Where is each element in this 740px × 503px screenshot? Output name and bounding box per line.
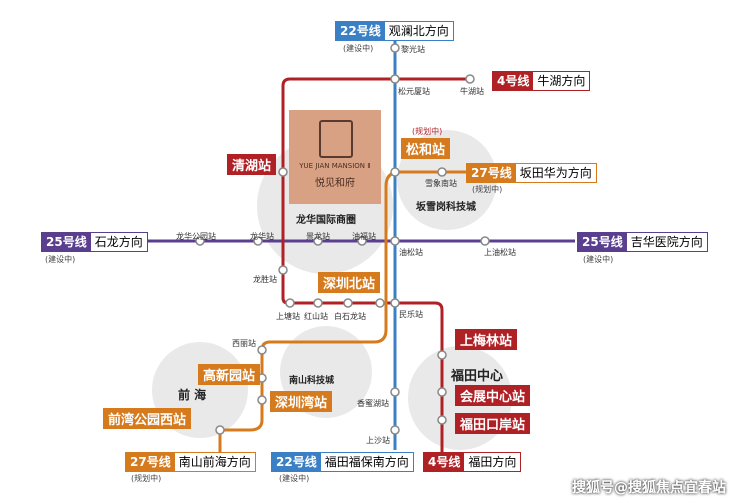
station-label-youfu: 油福站 xyxy=(352,232,376,241)
station-label-hongshan: 红山站 xyxy=(304,312,328,321)
note-line22-south: (建设中) xyxy=(279,474,310,483)
label-line27-sw: 27号线 南山前海方向 xyxy=(125,452,256,472)
logo-glyph-icon xyxy=(319,120,353,158)
line-27 xyxy=(218,170,468,460)
label-line25-east: 25号线 吉华医院方向 xyxy=(577,232,708,252)
station-jinglong xyxy=(313,236,323,246)
station-longhua xyxy=(253,236,263,246)
station-label-longsheng: 龙胜站 xyxy=(253,275,277,284)
station-label-longhua: 龙华站 xyxy=(250,232,274,241)
station-shangmeilin xyxy=(437,350,447,360)
station-shangsha xyxy=(390,425,400,435)
box-songhe: 松和站 xyxy=(401,138,451,159)
box-shangmeilin: 上梅林站 xyxy=(455,329,518,350)
box-shenzhenwan: 深圳湾站 xyxy=(270,391,333,412)
note-line25-east: (建设中) xyxy=(583,255,614,264)
note-line25-west: (建设中) xyxy=(45,255,76,264)
station-minle xyxy=(390,298,400,308)
station-xili xyxy=(257,345,267,355)
area-bantian: 坂雪岗科技城 xyxy=(416,202,476,213)
label-line4-north: 4号线 牛湖方向 xyxy=(492,71,591,91)
label-line27-ne: 27号线 坂田华为方向 xyxy=(466,163,597,183)
area-nanshan: 南山科技城 xyxy=(289,376,335,386)
project-logo: YUE JIAN MANSION Ⅱ 悦见和府 xyxy=(289,110,381,204)
station-longsheng xyxy=(278,265,288,275)
station-huizhan xyxy=(437,387,447,397)
label-line22-north: 22号线 观澜北方向 xyxy=(335,21,454,41)
station-qianwan xyxy=(215,425,225,435)
station-label-xuexiangnan: 雪象南站 xyxy=(425,179,457,188)
label-line25-west: 25号线 石龙方向 xyxy=(41,232,148,252)
box-futiankouan: 福田口岸站 xyxy=(455,413,531,434)
station-songyuansha xyxy=(390,74,400,84)
area-longhua: 龙华国际商圈 xyxy=(296,215,356,226)
station-label-xiangmihu: 香蜜湖站 xyxy=(357,399,389,408)
station-label-niuhu: 牛湖站 xyxy=(460,87,484,96)
note-line22-north: (建设中) xyxy=(343,44,374,53)
box-qianwan: 前湾公园西站 xyxy=(103,408,192,429)
station-youfu xyxy=(357,236,367,246)
station-label-shangtang: 上塘站 xyxy=(276,312,300,321)
station-xuexiangnan xyxy=(437,167,447,177)
station-hongshan xyxy=(313,298,323,308)
station-label-jinglong: 景龙站 xyxy=(306,232,330,241)
station-markers xyxy=(195,43,490,435)
station-xiangmihu xyxy=(390,387,400,397)
box-gaoxinyuan: 高新园站 xyxy=(198,364,261,385)
station-songhe xyxy=(390,167,400,177)
box-huizhan: 会展中心站 xyxy=(455,385,531,406)
station-yousong xyxy=(390,236,400,246)
station-label-yousong: 油松站 xyxy=(399,248,423,257)
station-label-minle: 民乐站 xyxy=(399,310,423,319)
station-label-liguang: 黎光站 xyxy=(401,45,425,54)
station-label-baishilong: 白石龙站 xyxy=(334,312,366,321)
box-shenzhenbei: 深圳北站 xyxy=(318,272,381,293)
station-shenzhenbei xyxy=(375,298,385,308)
line-4 xyxy=(281,77,470,455)
station-label-songyuansha: 松元厦站 xyxy=(398,87,430,96)
area-qianhai: 前 海 xyxy=(178,388,207,402)
station-niuhu xyxy=(465,74,475,84)
watermark: 搜狐号@搜狐焦点宜春站 xyxy=(572,480,726,496)
label-line4-south: 4号线 福田方向 xyxy=(423,452,522,472)
box-qinghu: 清湖站 xyxy=(227,154,277,175)
area-futian: 福田中心 xyxy=(451,369,504,384)
station-shangtang xyxy=(285,298,295,308)
station-label-shangsha: 上沙站 xyxy=(366,436,390,445)
note-line27-sw: (规划中) xyxy=(131,474,162,483)
logo-english: YUE JIAN MANSION Ⅱ xyxy=(299,162,371,170)
note-songhe: (规划中) xyxy=(412,127,443,136)
station-label-shangyousong: 上油松站 xyxy=(484,248,516,257)
station-label-longhuagongyuan: 龙华公园站 xyxy=(176,232,216,241)
station-shangyousong xyxy=(480,236,490,246)
logo-chinese: 悦见和府 xyxy=(315,178,355,189)
station-futiankouan xyxy=(437,415,447,425)
station-baishilong xyxy=(343,298,353,308)
station-shenzhenwan xyxy=(257,395,267,405)
station-qinghu xyxy=(278,167,288,177)
station-label-xili: 西丽站 xyxy=(232,339,256,348)
label-line22-south: 22号线 福田福保南方向 xyxy=(271,452,414,472)
note-line27-ne: (规划中) xyxy=(472,185,503,194)
station-liguang xyxy=(390,43,400,53)
station-longhuagongyuan xyxy=(195,236,205,246)
